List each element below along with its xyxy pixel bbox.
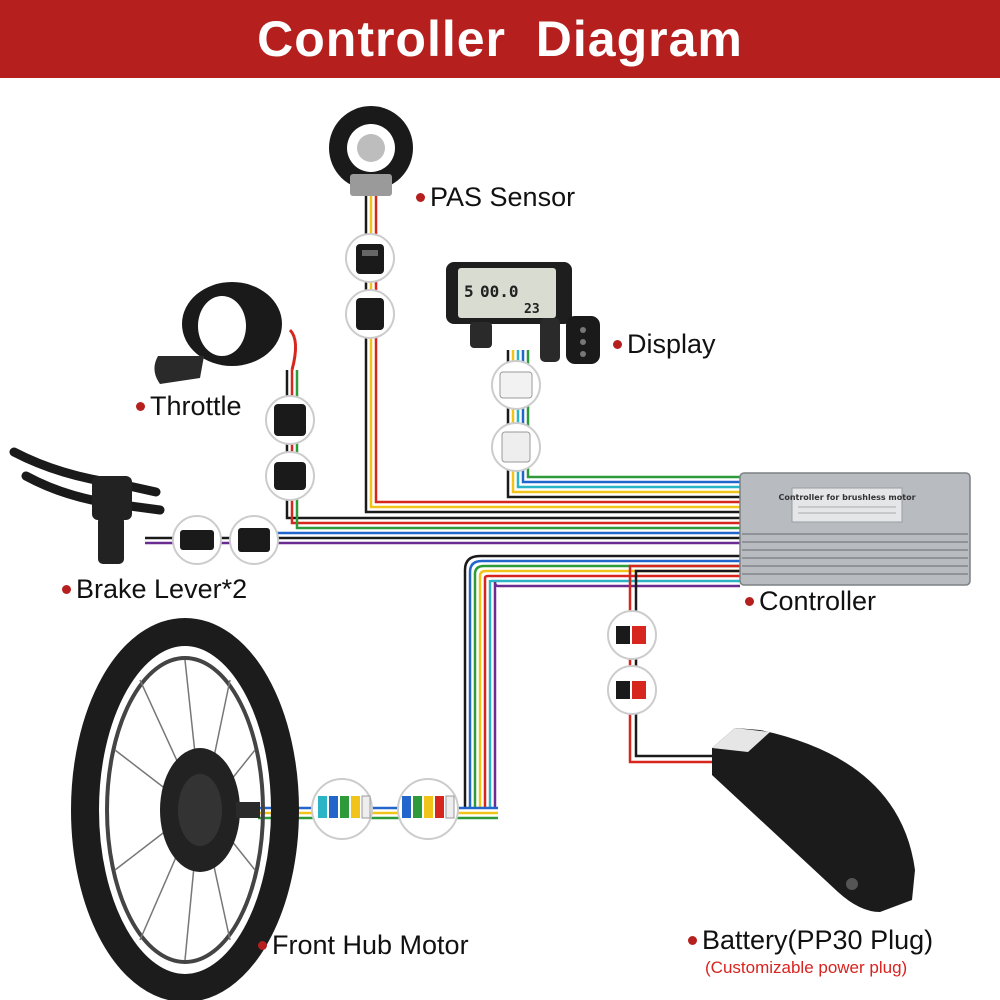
pas-sensor-label: PAS Sensor xyxy=(416,182,575,213)
brake-lever-icon xyxy=(9,447,165,564)
connector-icon xyxy=(172,233,657,840)
display-cable xyxy=(506,350,740,499)
display-assist: 5 xyxy=(464,282,474,301)
bullet-dot xyxy=(136,402,145,412)
battery-note: (Customizable power plug) xyxy=(705,958,908,977)
display-speed: 00.0 xyxy=(480,282,519,301)
title-banner xyxy=(0,0,1000,78)
bullet-dot xyxy=(258,941,267,951)
bullet-dot xyxy=(745,597,754,607)
throttle-icon xyxy=(154,282,297,384)
bullet-dot xyxy=(613,340,622,350)
motor-cable xyxy=(258,554,740,820)
battery-cable xyxy=(628,564,740,764)
bullet-dot xyxy=(688,936,697,946)
throttle-label: Throttle xyxy=(136,391,242,422)
display-label: Display xyxy=(613,329,716,360)
brake-lever-label: Brake Lever*2 xyxy=(62,574,247,605)
front-hub-motor-label: Front Hub Motor xyxy=(258,930,469,961)
page-title: Controller Diagram xyxy=(257,11,743,67)
controller-plate-text: Controller for brushless motor xyxy=(778,493,915,502)
controller-icon: Controller for brushless motor xyxy=(739,472,971,586)
battery-label: Battery(PP30 Plug) xyxy=(688,925,933,956)
bullet-dot xyxy=(416,193,425,203)
display-icon: 5 00.0 23 xyxy=(446,262,600,364)
battery-icon xyxy=(712,728,915,912)
pas-sensor-icon xyxy=(329,106,413,196)
bullet-dot xyxy=(62,585,71,595)
hub-motor-wheel-icon xyxy=(71,618,299,1000)
controller-label: Controller xyxy=(745,586,876,617)
display-number: 23 xyxy=(524,302,540,317)
